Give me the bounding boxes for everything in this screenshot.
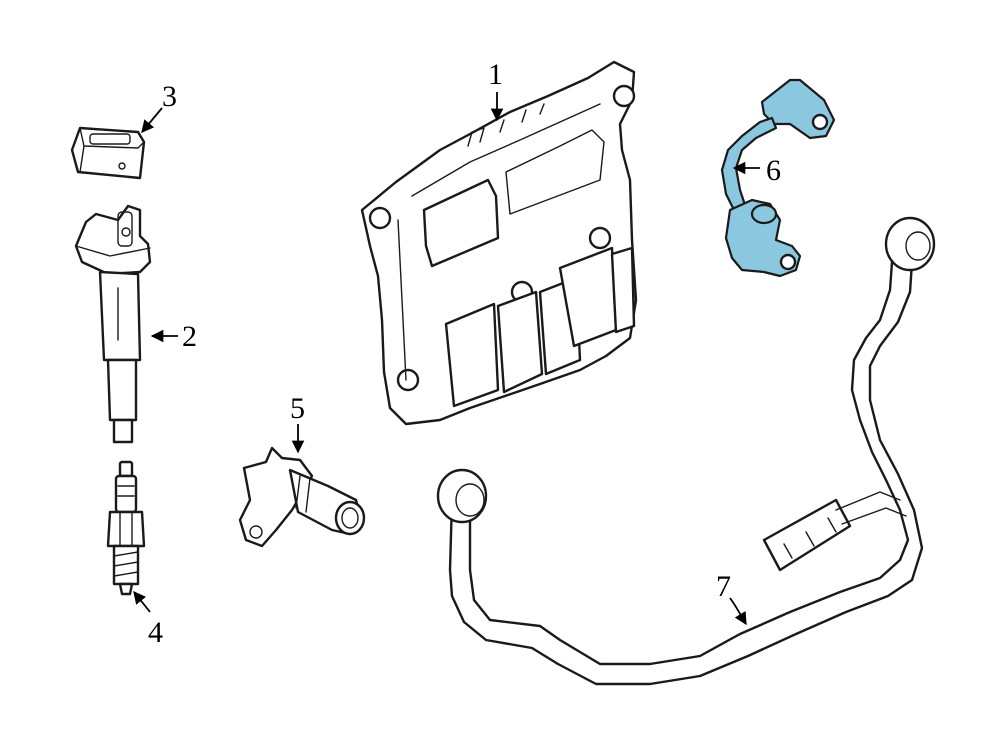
- leader-4: [133, 591, 151, 613]
- sensor-part[interactable]: [238, 446, 366, 548]
- callout-7: 7: [716, 570, 731, 603]
- callout-1: 1: [488, 58, 503, 91]
- callout-labels: 1 2 3 4 5 6 7: [148, 58, 781, 649]
- callout-2: 2: [182, 320, 197, 353]
- bracket-part[interactable]: [70, 126, 146, 180]
- callout-6: 6: [766, 154, 781, 187]
- ignition-coil-part[interactable]: [74, 204, 152, 444]
- spark-plug-part[interactable]: [106, 460, 146, 596]
- leader-7: [729, 597, 747, 626]
- callout-5: 5: [290, 392, 305, 425]
- wiring-harness-part[interactable]: [436, 216, 936, 686]
- callout-3: 3: [162, 80, 177, 113]
- ecu-part[interactable]: [360, 60, 638, 426]
- callout-4: 4: [148, 616, 163, 649]
- callout-leaders: [133, 92, 760, 626]
- leader-3: [141, 107, 163, 133]
- highlighted-sensor-part[interactable]: [720, 78, 836, 278]
